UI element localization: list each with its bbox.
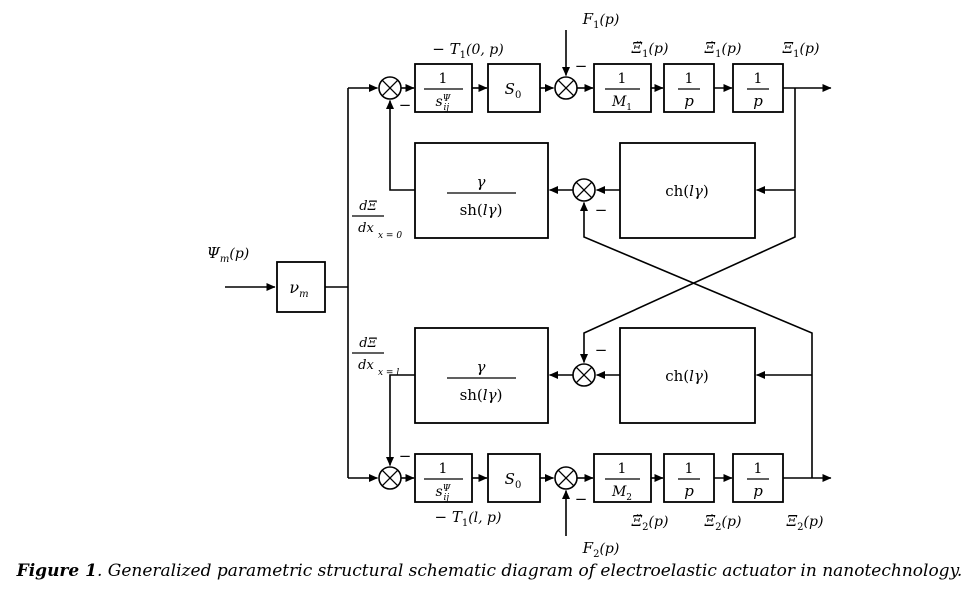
area-top-label: S0 (505, 80, 522, 101)
block-integrator3 (663, 453, 715, 503)
block-mass2 (593, 453, 652, 503)
figure-caption-text: . Generalized parametric structural sche… (96, 561, 963, 581)
summing-junction-top-left (378, 76, 402, 100)
mass2-numerator: 1 (618, 461, 627, 477)
xi1-velocity-label: Ξ̇1(p) (704, 39, 742, 60)
summing-junction-feedback-bottom (572, 363, 596, 387)
area-bottom-label: S0 (505, 470, 522, 491)
minus-sign-j6: − (575, 490, 588, 508)
xi2-position-label: Ξ2(p) (786, 512, 824, 533)
transfer-blocks (276, 63, 784, 503)
derivative-top-condition: x = 0 (378, 231, 402, 241)
integrator4-denominator: p (753, 482, 763, 500)
wire-gamma-top-feedback (386, 100, 415, 191)
derivative-top-denominator: dx (358, 221, 374, 236)
minus-sign-j5: − (399, 447, 412, 465)
input-signal-label: Ψm(p) (207, 244, 250, 265)
mass2-denominator: M2 (611, 484, 632, 503)
block-integrator1 (663, 63, 715, 113)
summing-junctions (378, 76, 596, 490)
integrator2-numerator: 1 (754, 71, 763, 87)
compliance-top-numerator: 1 (439, 71, 448, 87)
block-area-top (487, 63, 541, 113)
integrator2-denominator: p (753, 92, 763, 110)
force2-label: F2(p) (582, 539, 620, 560)
integrator3-numerator: 1 (685, 461, 694, 477)
summing-junction-bottom-left (378, 466, 402, 490)
derivative-bottom-denominator: dx (358, 358, 374, 373)
block-gamma-top (414, 142, 549, 239)
figure-caption-label: Figure 1 (16, 561, 97, 581)
derivative-bottom-numerator: dΞ (359, 336, 377, 351)
integrator1-numerator: 1 (685, 71, 694, 87)
wire-xi2-feedback-cross (580, 202, 813, 478)
derivative-top-numerator: dΞ (359, 199, 377, 214)
block-nu (276, 261, 326, 313)
block-ch-bottom (619, 327, 756, 424)
ch-bottom-label: ch(lγ) (665, 367, 709, 385)
tension-top-label: − T1(0, p) (432, 40, 503, 61)
block-gamma-bottom (414, 327, 549, 424)
force1-label: F1(p) (582, 10, 620, 31)
xi1-position-label: Ξ1(p) (782, 39, 820, 60)
minus-sign-j4: − (595, 341, 608, 359)
minus-sign-j3: − (595, 201, 608, 219)
minus-sign-j2: − (575, 57, 588, 75)
figure-caption: Figure 1. Generalized parametric structu… (0, 561, 979, 581)
block-integrator4 (732, 453, 784, 503)
nu-block-label: νm (289, 278, 308, 300)
gamma-bottom-denominator: sh(lγ) (460, 386, 503, 404)
ch-top-label: ch(lγ) (665, 182, 709, 200)
integrator4-numerator: 1 (754, 461, 763, 477)
block-compliance-top (414, 63, 473, 113)
integrator1-denominator: p (684, 92, 694, 110)
gamma-top-numerator: γ (477, 173, 486, 191)
derivative-bottom-condition: x = l (378, 368, 399, 378)
wire-gamma-bottom-feedback (386, 374, 415, 466)
compliance-bottom-numerator: 1 (439, 461, 448, 477)
xi1-acceleration-label: Ξ̈1(p) (631, 39, 669, 60)
gamma-bottom-numerator: γ (477, 358, 486, 376)
integrator3-denominator: p (684, 482, 694, 500)
summing-junction-bottom-mid (554, 466, 578, 490)
wire-xi1-feedback-cross (580, 88, 796, 363)
tension-bottom-label: − T1(l, p) (435, 508, 502, 529)
block-integrator2 (732, 63, 784, 113)
block-compliance-bottom (414, 453, 473, 503)
gamma-top-denominator: sh(lγ) (460, 201, 503, 219)
fraction-bars (352, 88, 769, 480)
summing-junction-feedback-top (572, 178, 596, 202)
summing-junction-top-mid (554, 76, 578, 100)
block-area-bottom (487, 453, 541, 503)
mass1-numerator: 1 (618, 71, 627, 87)
minus-sign-j1: − (399, 96, 412, 114)
xi2-acceleration-label: Ξ̈2(p) (631, 512, 669, 533)
xi2-velocity-label: Ξ̇2(p) (704, 512, 742, 533)
mass1-denominator: M1 (611, 94, 632, 113)
signal-wires (225, 30, 832, 536)
block-ch-top (619, 142, 756, 239)
block-mass1 (593, 63, 652, 113)
